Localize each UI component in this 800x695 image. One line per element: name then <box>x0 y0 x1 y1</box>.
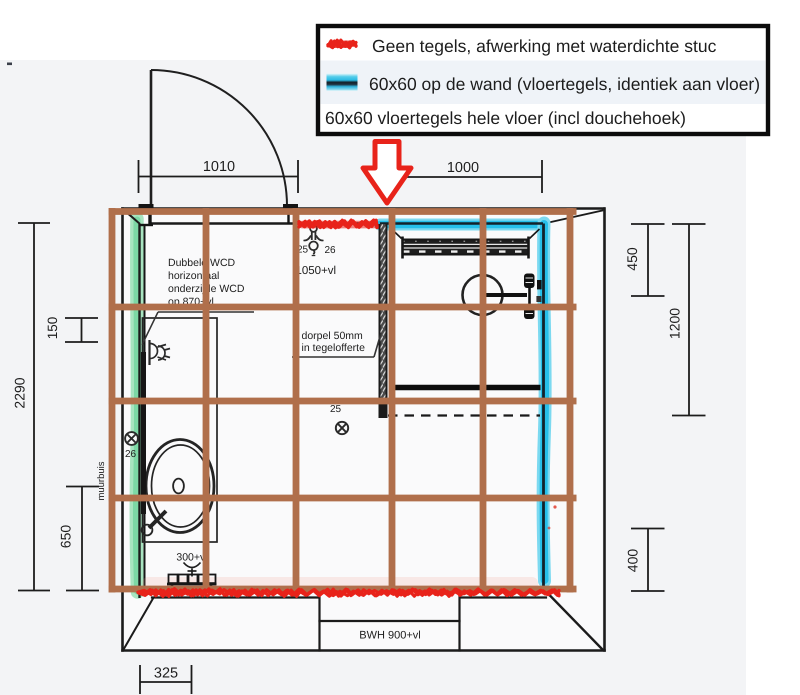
svg-text:650: 650 <box>58 525 74 549</box>
svg-text:26: 26 <box>325 245 337 256</box>
svg-text:BWH 900+vl: BWH 900+vl <box>359 630 420 642</box>
svg-text:in tegelofferte: in tegelofferte <box>302 342 366 354</box>
svg-text:Dubbele WCD: Dubbele WCD <box>168 257 236 269</box>
svg-text:400: 400 <box>625 549 641 573</box>
svg-text:1200: 1200 <box>667 308 683 339</box>
svg-text:Geen tegels, afwerking met wat: Geen tegels, afwerking met waterdichte s… <box>372 36 717 56</box>
svg-text:1000: 1000 <box>447 160 479 176</box>
svg-text:450: 450 <box>624 247 640 271</box>
svg-text:25: 25 <box>330 404 342 415</box>
svg-text:60x60 vloertegels hele vloer (: 60x60 vloertegels hele vloer (incl douch… <box>325 108 686 128</box>
svg-text:60x60 op de wand (vloertegels,: 60x60 op de wand (vloertegels, identiek … <box>369 74 760 94</box>
svg-text:25: 25 <box>297 245 309 256</box>
svg-text:2290: 2290 <box>12 377 28 408</box>
svg-text:muurbuis: muurbuis <box>96 461 107 500</box>
svg-text:1010: 1010 <box>203 159 235 175</box>
svg-text:325: 325 <box>154 666 178 682</box>
svg-text:1050+vl: 1050+vl <box>296 265 337 277</box>
svg-text:dorpel 50mm: dorpel 50mm <box>302 330 364 342</box>
svg-text:300+vl: 300+vl <box>176 552 207 564</box>
svg-text:150: 150 <box>45 317 60 340</box>
svg-text:26: 26 <box>125 449 137 460</box>
svg-text:horizontaal: horizontaal <box>168 270 219 282</box>
